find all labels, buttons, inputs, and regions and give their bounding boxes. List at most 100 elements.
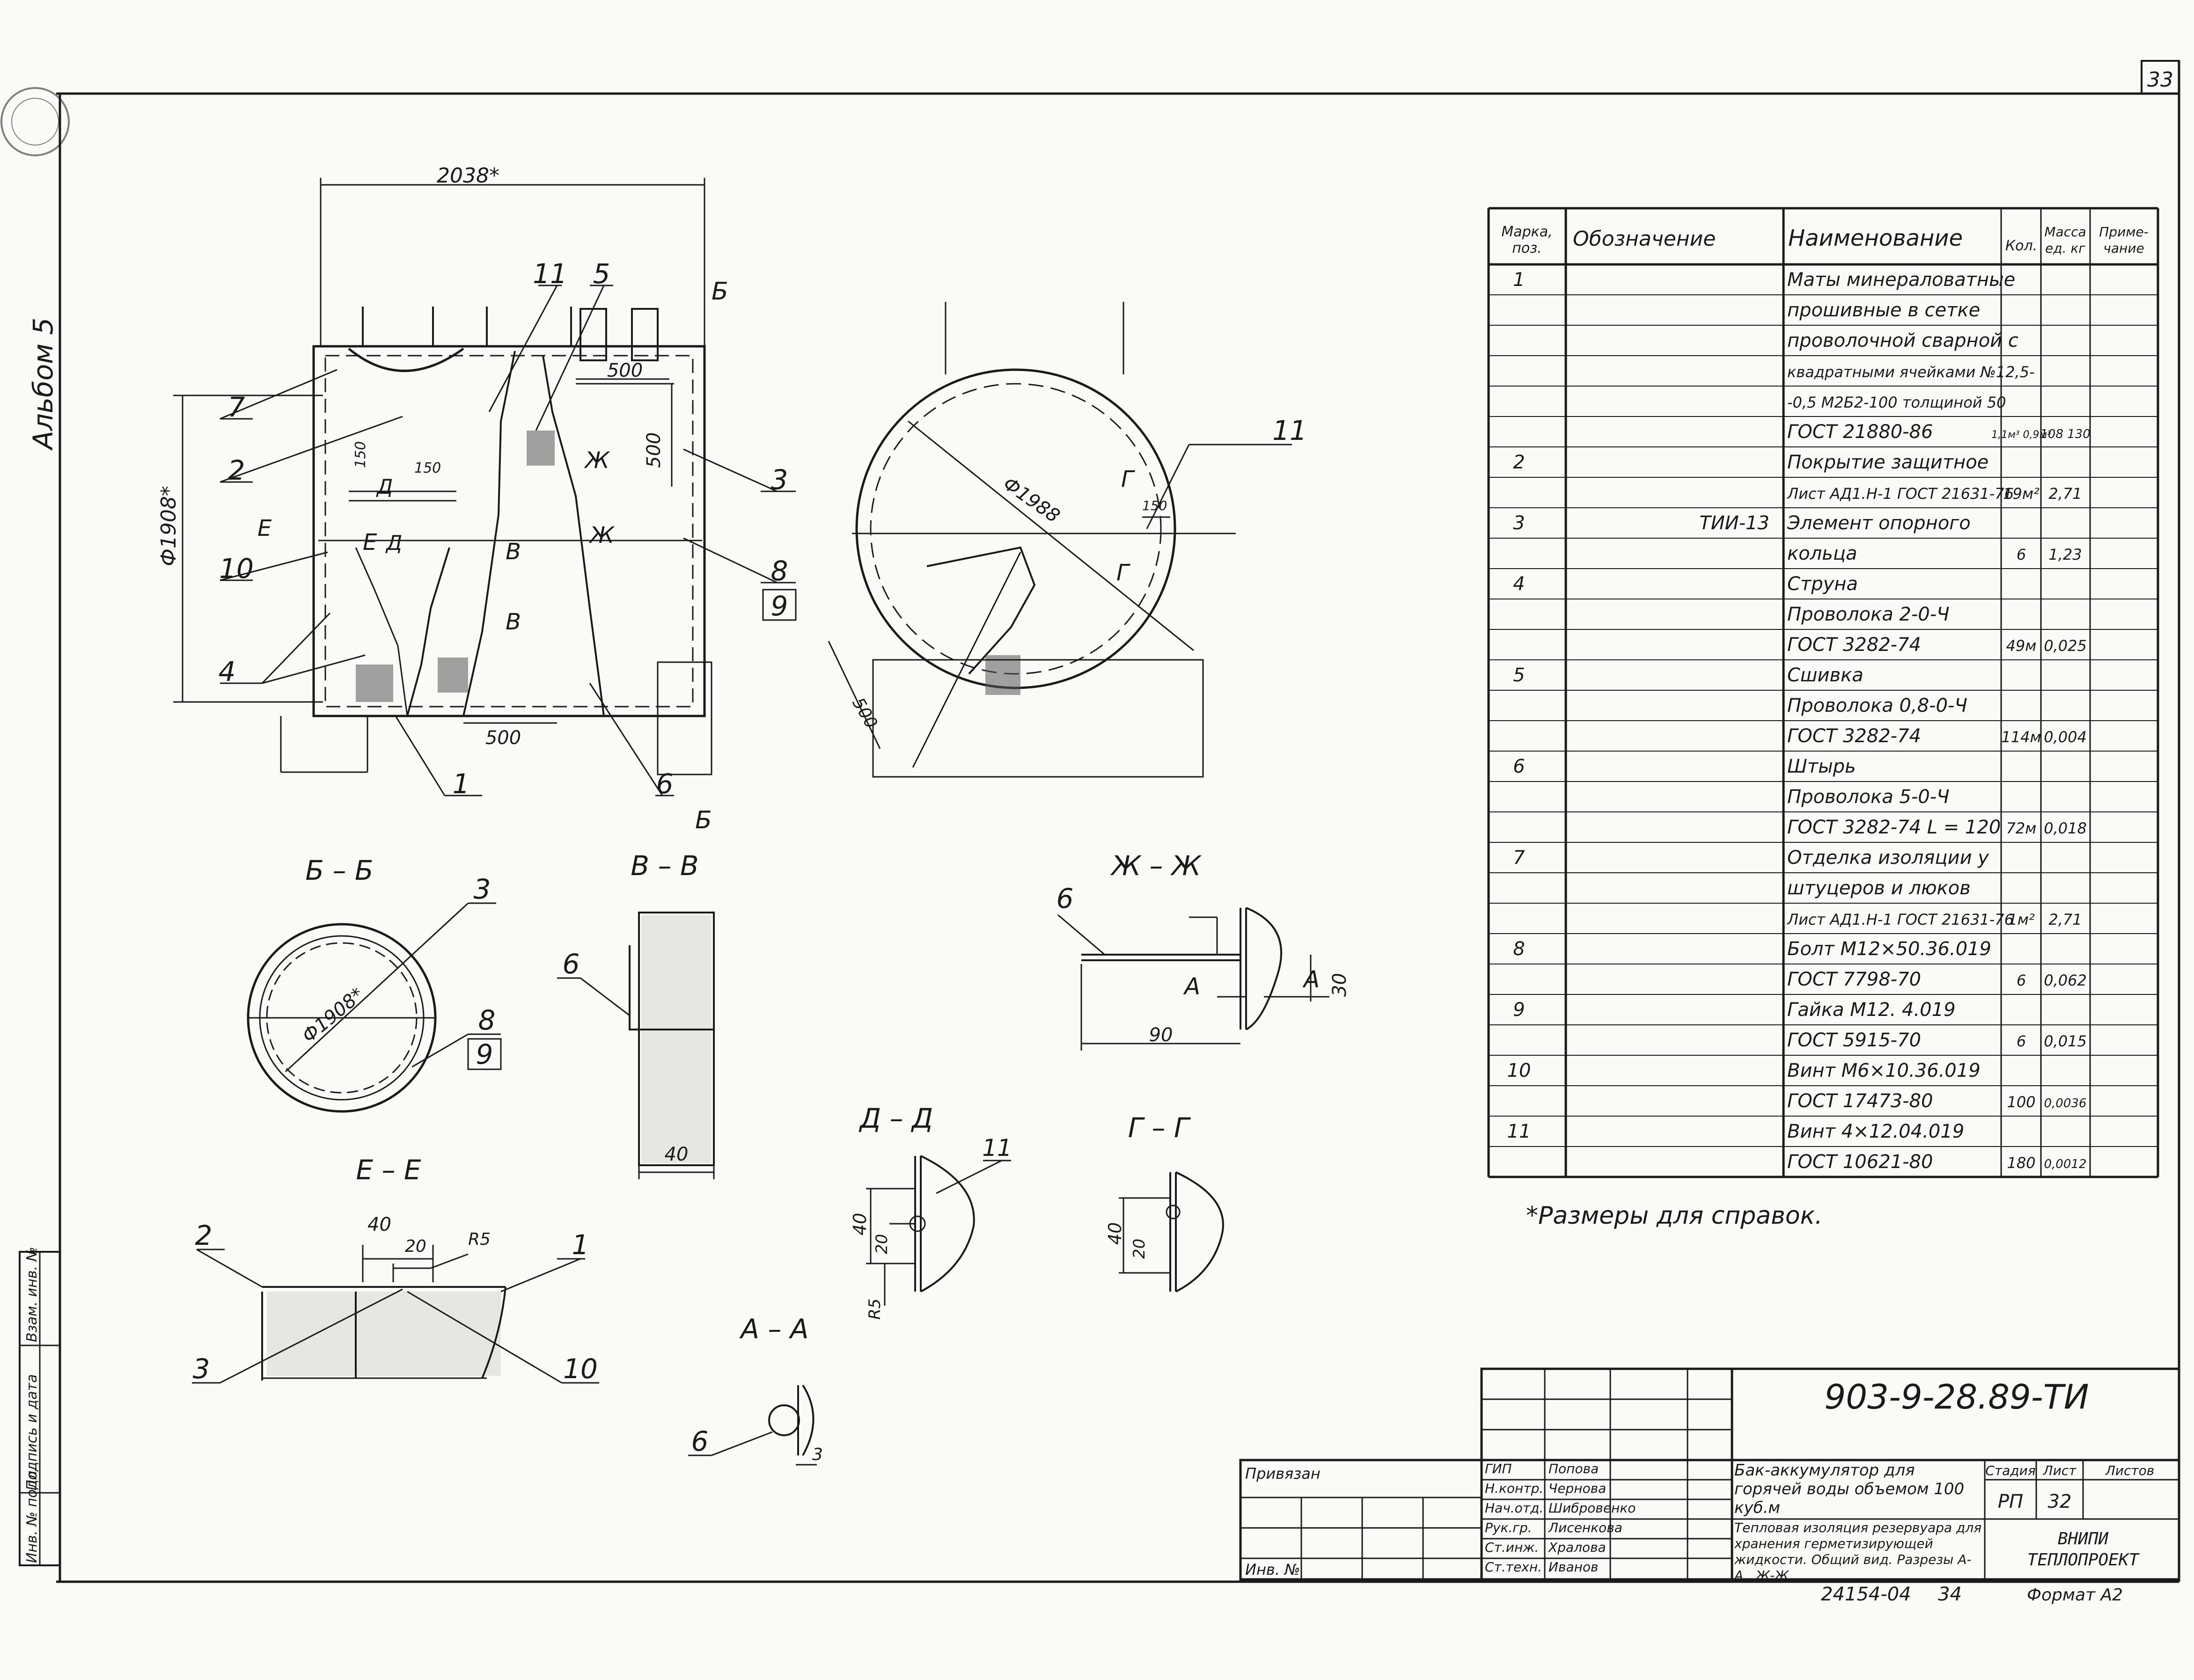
table-cell-name: Элемент опорного	[1787, 512, 1971, 534]
table-cell-mass: 0,025	[2044, 637, 2087, 655]
table-cell-name: Гайка М12. 4.019	[1787, 999, 1956, 1021]
sheets-header: Листов	[2105, 1463, 2155, 1478]
table-cell-mark: 6	[1513, 756, 1525, 777]
mark-G-bottom: Г	[1116, 560, 1130, 586]
section-title-ee: Е – Е	[356, 1154, 421, 1186]
dim-40-vv: 40	[665, 1144, 689, 1165]
table-cell-qty: 6	[2017, 546, 2026, 563]
table-cell-mark: 3	[1513, 512, 1525, 534]
table-cell-mark: 1	[1513, 269, 1525, 291]
callout-11-top: 11	[533, 258, 567, 290]
section-ee	[192, 1245, 599, 1384]
format-label: Формат А2	[2027, 1585, 2123, 1605]
mark-D-bottom: Д	[385, 531, 402, 555]
section-title-gg: Г – Г	[1128, 1112, 1191, 1144]
callout-1: 1	[453, 768, 470, 800]
callout-9-bb: 9	[476, 1038, 493, 1070]
table-cell-mass: 0,0012	[2044, 1157, 2087, 1171]
header-note: Приме-	[2099, 224, 2148, 240]
page-number: 34	[1938, 1584, 1962, 1605]
name-1: Чернова	[1548, 1481, 1606, 1496]
table-cell-mark: 5	[1513, 665, 1525, 686]
callout-3-bb: 3	[474, 873, 491, 905]
table-cell-name: кольца	[1787, 543, 1857, 564]
mark-A-right: А	[1302, 966, 1320, 993]
header-qty: Кол.	[2005, 238, 2037, 254]
table-cell-name: Проволока 2-0-Ч	[1787, 604, 1950, 625]
mark-D-top: Д	[376, 475, 393, 499]
section-title-vv: В – В	[631, 850, 698, 882]
mark-A-left: А	[1183, 973, 1200, 1000]
table-cell-name: Лист АД1.Н-1 ГОСТ 21631-76	[1787, 485, 2014, 503]
table-cell-qty: 19м²	[2003, 485, 2040, 503]
table-cell-name: ГОСТ 21880-86	[1787, 421, 1933, 443]
dim-40-dd: 40	[850, 1213, 870, 1235]
table-cell-name: Сшивка	[1787, 665, 1864, 686]
table-cell-name: ГОСТ 5915-70	[1787, 1030, 1921, 1051]
mark-E-right: Е	[363, 529, 377, 555]
side-circle-view	[828, 302, 1292, 778]
table-cell-name: штуцеров и люков	[1787, 877, 1971, 899]
mark-E-left: Е	[257, 515, 272, 541]
table-cell-name: Отделка изоляции у	[1787, 847, 1989, 869]
table-cell-name: ГОСТ 10621-80	[1787, 1151, 1933, 1173]
section-dd	[866, 1155, 1011, 1306]
dim-30: 30	[1329, 973, 1350, 997]
dim-20-ee: 20	[405, 1237, 426, 1256]
table-cell-mark: 7	[1513, 847, 1525, 869]
table-cell-name: ГОСТ 3282-74	[1787, 634, 1921, 656]
mark-B-bottom: Б	[695, 806, 712, 834]
sheet-number-box	[2141, 60, 2180, 95]
callout-11-side: 11	[1272, 415, 1307, 446]
dim-150-side: 150	[1142, 498, 1167, 513]
callout-3-ee: 3	[193, 1353, 210, 1385]
table-cell-mass: 0,015	[2044, 1032, 2087, 1050]
table-cell-mark: 4	[1513, 573, 1525, 595]
callout-2: 2	[228, 454, 245, 486]
table-cell-name: ГОСТ 3282-74 L = 120	[1787, 817, 2001, 838]
table-cell-mass: 0,018	[2044, 819, 2087, 837]
stage-value: РП	[1998, 1491, 2023, 1512]
reference-note: *Размеры для справок.	[1526, 1202, 1823, 1230]
callout-11-dd: 11	[982, 1134, 1012, 1161]
role-5: Ст.техн.	[1485, 1559, 1542, 1575]
role-1: Н.контр.	[1485, 1481, 1543, 1496]
table-cell-mass: 1,23	[2048, 546, 2082, 563]
table-cell-name: Покрытие защитное	[1787, 452, 1989, 473]
table-cell-name: квадратными ячейками №12,5-	[1787, 363, 2035, 381]
section-title-dd: Д – Д	[859, 1103, 933, 1134]
section-gg	[1119, 1171, 1224, 1293]
stamp-vzam-inv: Взам. инв. №	[24, 1247, 40, 1342]
callout-8-bb: 8	[478, 1004, 496, 1036]
table-cell-qty: 114м	[2001, 728, 2041, 746]
table-cell-name: Проволока 0,8-0-Ч	[1787, 695, 1967, 716]
callout-3: 3	[771, 464, 788, 496]
table-cell-mark: 11	[1507, 1121, 1531, 1142]
name-2: Шибровенко	[1548, 1500, 1636, 1516]
stamp-inv-podl: Инв. № подл.	[24, 1466, 40, 1563]
table-cell-mass: 0,0036	[2044, 1096, 2087, 1110]
dim-20-dd: 20	[873, 1234, 891, 1254]
table-cell-name: Штырь	[1787, 756, 1856, 777]
header-mass: Масса	[2044, 224, 2086, 240]
section-title-zhzh: Ж – Ж	[1110, 850, 1202, 882]
table-cell-name: Струна	[1787, 573, 1858, 595]
dim-150-v: 150	[352, 441, 369, 468]
table-cell-mass: 0,004	[2044, 728, 2087, 746]
dim-r5-dd: R5	[866, 1299, 884, 1320]
sheet-title-box: Тепловая изоляция резервуара для хранени…	[1734, 1520, 1981, 1579]
callout-6-aa: 6	[691, 1425, 709, 1457]
name-4: Хралова	[1548, 1540, 1606, 1555]
table-cell-qty: 6	[2017, 1032, 2026, 1050]
callout-5: 5	[593, 258, 610, 290]
table-cell-qty: 180	[2007, 1154, 2035, 1172]
callout-10: 10	[219, 553, 254, 584]
callout-4: 4	[219, 656, 236, 687]
approval-stamp-seal	[0, 87, 70, 156]
section-title-bb: Б – Б	[305, 855, 373, 886]
album-label: Альбом 5	[27, 318, 59, 451]
header-mark-2: поз.	[1512, 240, 1541, 256]
org-name-2: ТЕПЛОПРОЕКТ	[2027, 1550, 2140, 1570]
